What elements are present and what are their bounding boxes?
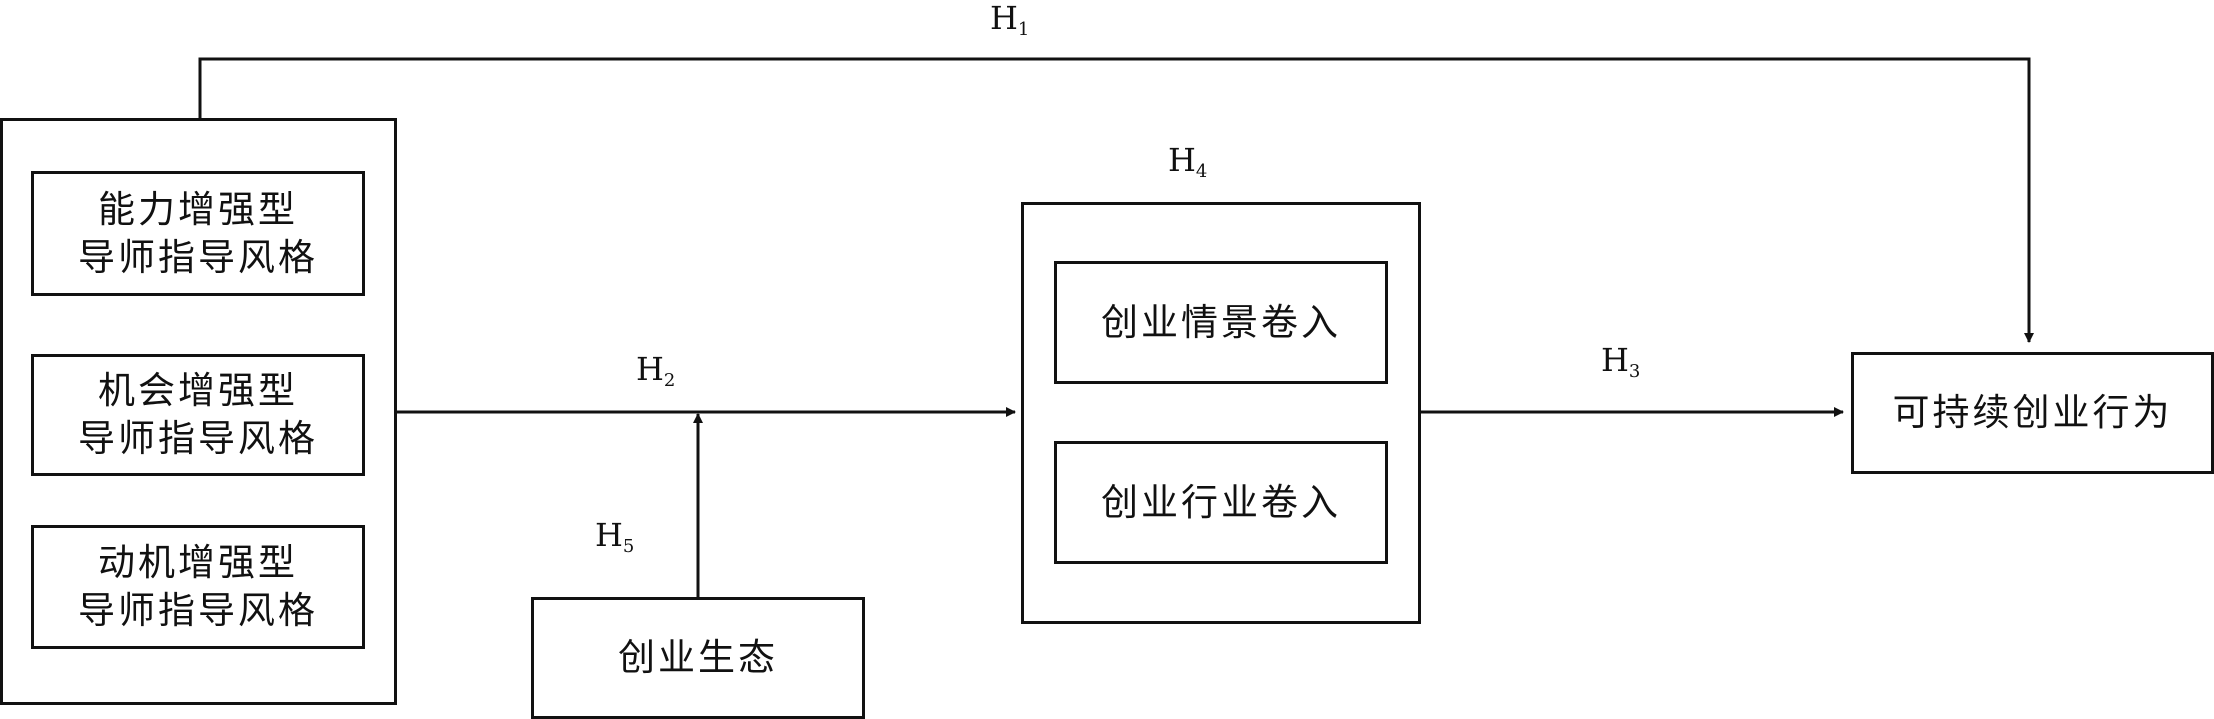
situational-involvement-label: 创业情景卷入	[1101, 300, 1341, 344]
ability-style-line1: 能力增强型	[98, 187, 298, 231]
hypothesis-h3-label: H3	[1601, 341, 1641, 382]
situational-involvement-box: 创业情景卷入	[1054, 261, 1388, 384]
outcome-label: 可持续创业行为	[1892, 391, 2173, 434]
hypothesis-h2-label: H2	[636, 350, 676, 391]
industry-involvement-box: 创业行业卷入	[1054, 441, 1388, 564]
opportunity-style-line1: 机会增强型	[98, 369, 298, 412]
motivation-style-line1: 动机增强型	[98, 541, 298, 584]
opportunity-enhancing-style-box: 机会增强型 导师指导风格	[31, 354, 365, 476]
industry-involvement-label: 创业行业卷入	[1101, 480, 1341, 524]
motivation-style-line2: 导师指导风格	[78, 589, 318, 632]
ecosystem-label: 创业生态	[618, 636, 778, 679]
hypothesis-h5-label: H5	[595, 516, 635, 557]
h1-path-arrow	[198, 57, 2034, 343]
opportunity-style-line2: 导师指导风格	[78, 417, 318, 460]
ecosystem-box: 创业生态	[531, 597, 865, 719]
hypothesis-h4-label: H4	[1168, 141, 1208, 182]
sustainable-entrepreneurial-behavior-box: 可持续创业行为	[1851, 352, 2214, 474]
ability-enhancing-style-box: 能力增强型 导师指导风格	[31, 171, 365, 296]
hypothesis-h1-label: H1	[990, 0, 1030, 40]
ability-style-line2: 导师指导风格	[78, 235, 318, 279]
motivation-enhancing-style-box: 动机增强型 导师指导风格	[31, 525, 365, 649]
